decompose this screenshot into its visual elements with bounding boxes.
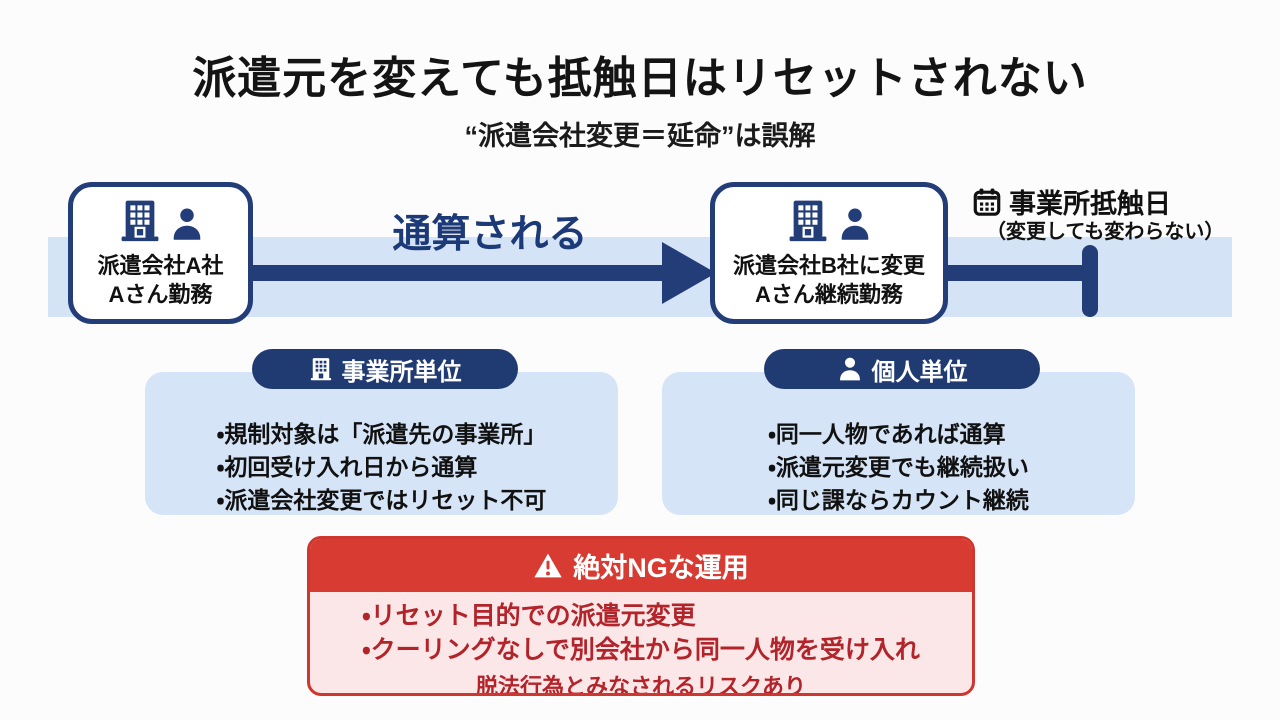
office-unit-header: 事業所単位 — [252, 349, 518, 389]
office-unit-panel: ・規制対象は「派遣先の事業所」 ・初回受け入れ日から通算 ・派遣会社変更ではリセ… — [145, 372, 618, 515]
office-unit-header-label: 事業所単位 — [341, 358, 462, 386]
building-icon — [785, 197, 831, 243]
bullet-item: ・同一人物であれば通算 — [768, 421, 1006, 447]
company-b-box: 派遣会社B社に変更 Aさん継続勤務 — [710, 182, 948, 324]
bullet-item: ・クーリングなしで別会社から同一人物を受け入れ — [362, 636, 920, 664]
bullet-item: ・派遣元変更でも継続扱い — [768, 454, 1029, 480]
person-icon — [169, 205, 205, 243]
bullet-item: ・初回受け入れ日から通算 — [216, 454, 478, 480]
bullet-item: ・派遣会社変更ではリセット不可 — [216, 487, 547, 513]
deadline-title-text: 事業所抵触日 — [1009, 189, 1171, 219]
arrow-label: 通算される — [392, 213, 588, 256]
deadline-title: 事業所抵触日 — [972, 182, 1171, 221]
calendar-icon — [972, 187, 1002, 217]
flow-arrow-head — [662, 242, 716, 304]
person-unit-panel: ・同一人物であれば通算 ・派遣元変更でも継続扱い ・同じ課ならカウント継続 — [662, 372, 1135, 515]
ng-footer: 脱法行為とみなされるリスクあり — [475, 674, 806, 696]
page-title: 派遣元を変えても抵触日はリセットされない — [192, 54, 1088, 103]
deadline-note: （変更しても変わらない） — [986, 221, 1225, 243]
flow-arrow-shaft — [250, 265, 668, 281]
company-b-label: 派遣会社B社に変更 Aさん継続勤務 — [733, 253, 925, 307]
building-icon — [309, 357, 333, 381]
person-unit-bullets: ・同一人物であれば通算 ・派遣元変更でも継続扱い ・同じ課ならカウント継続 — [768, 418, 1029, 517]
company-a-label: 派遣会社A社 Aさん勤務 — [97, 253, 224, 307]
person-icon — [837, 356, 863, 382]
company-a-icons — [117, 197, 205, 243]
bullet-item: ・リセット目的での派遣元変更 — [362, 602, 696, 630]
company-b-icons — [785, 197, 873, 243]
deadline-end-marker — [1082, 245, 1098, 317]
building-icon — [117, 197, 163, 243]
company-a-box: 派遣会社A社 Aさん勤務 — [68, 182, 253, 324]
person-icon — [837, 205, 873, 243]
bullet-item: ・規制対象は「派遣先の事業所」 — [216, 421, 547, 447]
page-subtitle: “派遣会社変更＝延命”は誤解 — [464, 121, 816, 151]
person-unit-header-label: 個人単位 — [871, 358, 968, 386]
bullet-item: ・同じ課ならカウント継続 — [768, 487, 1029, 513]
office-unit-bullets: ・規制対象は「派遣先の事業所」 ・初回受け入れ日から通算 ・派遣会社変更ではリセ… — [217, 418, 547, 517]
ng-box: 絶対NGな運用 ・リセット目的での派遣元変更 ・クーリングなしで別会社から同一人… — [307, 536, 975, 696]
person-unit-header: 個人単位 — [764, 349, 1040, 389]
ng-bullets: ・リセット目的での派遣元変更 ・クーリングなしで別会社から同一人物を受け入れ — [362, 599, 920, 667]
deadline-connector — [944, 265, 1086, 281]
warning-icon — [533, 552, 563, 579]
ng-header-label: 絶対NGな運用 — [573, 553, 749, 583]
ng-header: 絶対NGな運用 — [310, 539, 972, 592]
